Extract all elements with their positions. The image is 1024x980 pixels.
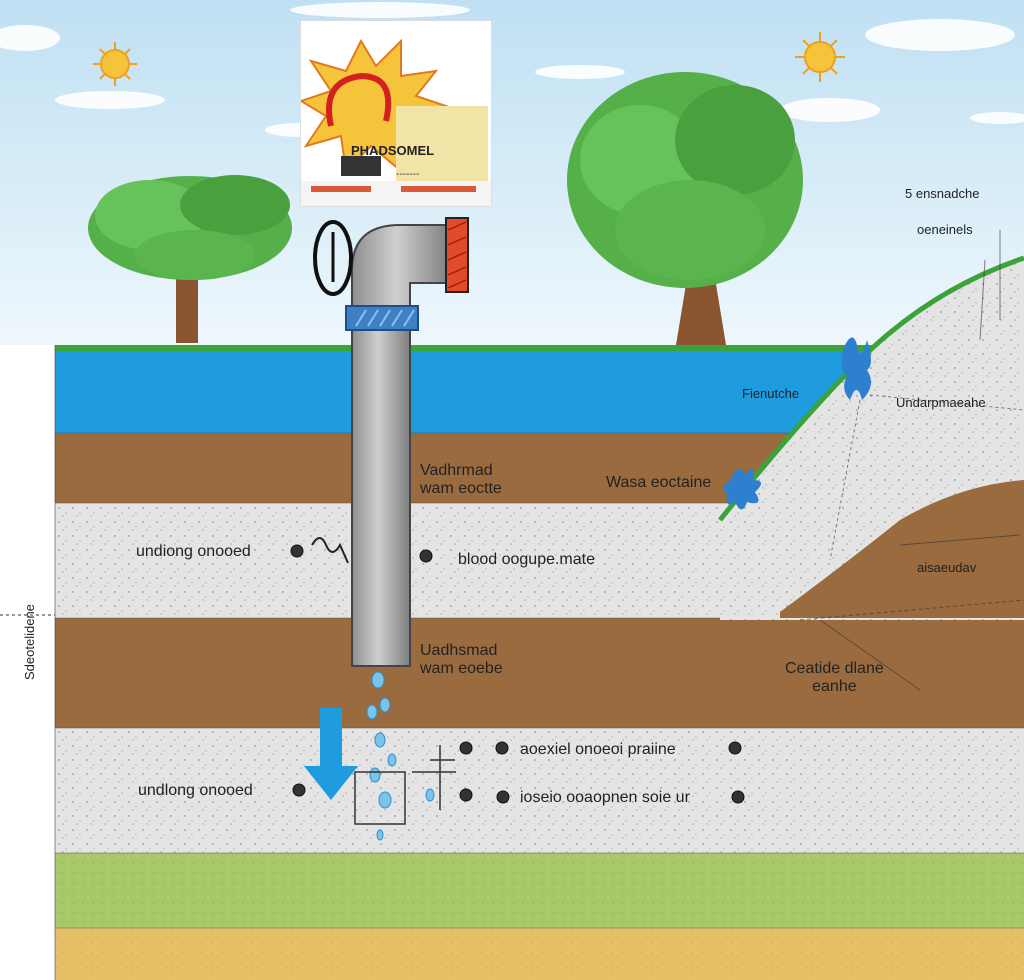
label-water-exit: Wasa eoctaine xyxy=(606,474,712,491)
sun-sign: PHADSOMEL ------- xyxy=(300,20,492,207)
hill-soil-wedge xyxy=(780,480,1024,618)
label-top-right-2: oeneinels xyxy=(917,222,973,237)
sign-subtitle: ------- xyxy=(396,169,420,180)
grass-line xyxy=(55,345,1024,351)
gravel-layer-2 xyxy=(55,728,1024,853)
label-aquifer-left: Fienutche xyxy=(742,386,800,401)
label-layer4: Uadhsmad wam eoebe xyxy=(420,642,503,677)
sky xyxy=(0,0,1024,345)
water-drops xyxy=(366,671,435,841)
sand-layer xyxy=(55,928,1024,980)
label-left-axis: Sdeotelidene xyxy=(22,604,37,680)
soil-layer-2 xyxy=(55,618,1024,728)
label-slope-lower: Ceatide dlane eanhe xyxy=(785,660,884,695)
label-layer5-right-2: ioseio ooaopnen soie ur xyxy=(520,789,690,806)
label-aquifer-right: Undarpmaeahe xyxy=(896,395,986,410)
sun-icon xyxy=(795,32,845,82)
tree-icon xyxy=(567,72,803,345)
bullets xyxy=(290,544,745,804)
pipe-icon xyxy=(345,217,469,667)
label-slope-mid: aisaeudav xyxy=(917,560,977,575)
water-splash-icon xyxy=(723,337,871,510)
label-layer5-right-1: aoexiel onoeoi praiine xyxy=(520,741,676,758)
green-layer xyxy=(55,853,1024,928)
collection-box xyxy=(354,771,406,825)
label-top-right-1: 5 ensnadche xyxy=(905,186,980,201)
label-layer5-left: undlong onooed xyxy=(138,782,253,799)
connector-squiggle xyxy=(311,537,349,564)
sign-graphic xyxy=(301,21,491,206)
label-layer3-right: blood oogupe.mate xyxy=(458,551,595,568)
valve-icon xyxy=(313,220,353,296)
sign-title: PHADSOMEL xyxy=(351,143,435,158)
fitting-icon xyxy=(412,745,456,810)
label-layer3-left: undiong onooed xyxy=(136,543,251,560)
arrow-down-icon xyxy=(304,708,358,800)
tree-icon xyxy=(88,175,292,343)
sun-icon xyxy=(93,42,137,86)
label-layer2: Vadhrmad wam eoctte xyxy=(420,462,502,497)
